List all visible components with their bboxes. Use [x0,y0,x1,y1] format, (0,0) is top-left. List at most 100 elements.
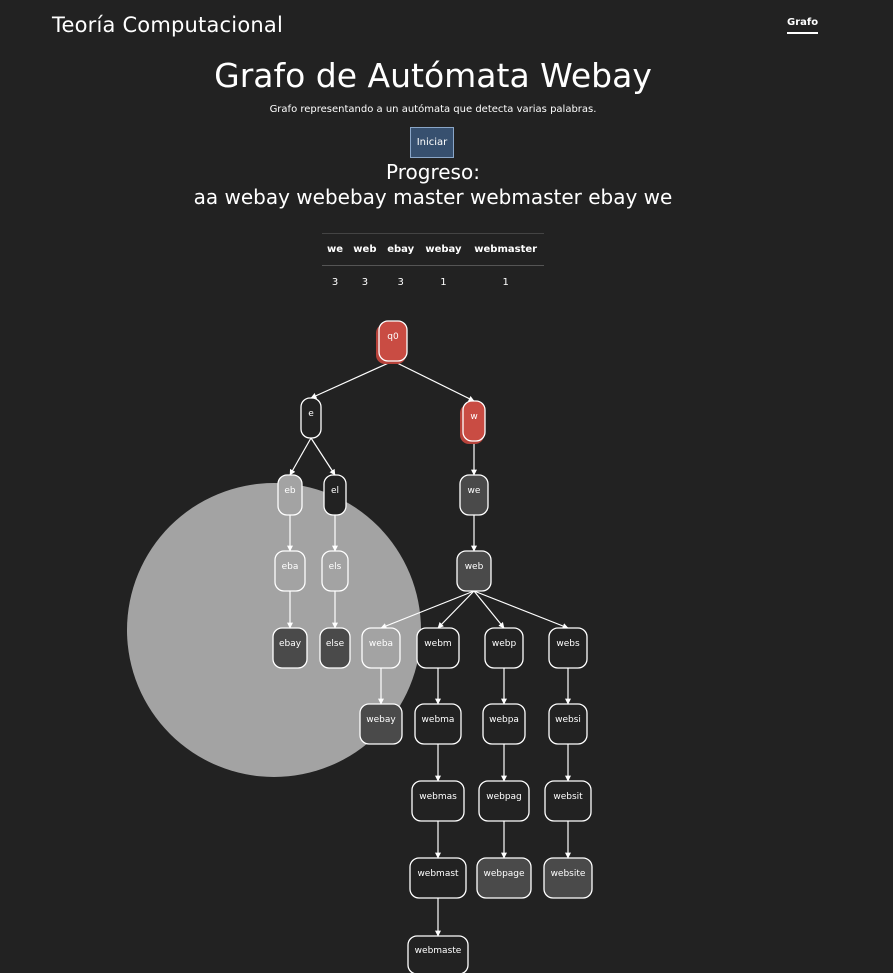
node-label: we [468,486,481,496]
table-cell: 1 [502,277,509,288]
graph-node-web: web [456,550,492,592]
node-box [544,780,592,822]
node-label: webs [556,639,580,649]
table-header-row: we web ebay webay webmaster [322,233,544,266]
node-label: weba [369,639,393,649]
node-label: else [326,639,345,649]
node-label: website [551,869,586,879]
node-label: webmast [417,869,459,879]
node-box [456,550,492,592]
progress-text: aa webay webebay master webmaster ebay w… [193,185,673,209]
table-row: 3 3 3 1 1 [322,266,544,300]
node-box [414,703,462,745]
node-box [323,474,347,516]
page-title: Grafo de Autómata Webay [214,56,652,95]
node-box [462,400,486,442]
graph-node-ebay: ebay [272,627,308,669]
node-label: webpa [489,715,519,725]
brand-title[interactable]: Teoría Computacional [52,13,283,37]
graph-node-websi: websi [548,703,588,745]
graph-node-e: e [300,397,322,439]
node-label: el [331,486,339,496]
node-box [359,703,403,745]
node-label: eb [284,486,296,496]
start-button[interactable]: Iniciar [410,127,454,158]
node-box [319,627,351,669]
node-box [548,703,588,745]
node-label: webma [422,715,455,725]
table-cell: 3 [331,277,339,288]
node-box [411,780,465,822]
edge-e-el [310,437,336,476]
table-header-cell: ebay [381,233,420,266]
edge-q0-w [392,360,475,402]
node-box [484,627,524,669]
node-box [277,474,303,516]
table-header-cell: web [348,233,382,266]
node-box [459,474,489,516]
graph-node-else: else [319,627,351,669]
node-label: webpage [483,869,525,879]
node-label: webmaste [415,946,462,956]
graph-node-webmas: webmas [411,780,465,822]
graph-node-eb: eb [277,474,303,516]
graph-node-webpag: webpag [478,780,530,822]
table-cell: 3 [361,277,369,288]
node-label: webm [424,639,451,649]
word-count-table: we web ebay webay webmaster 3 3 3 1 1 [322,233,544,299]
edge-web-webp [473,590,505,629]
node-box [416,627,460,669]
graph-node-webay: webay [359,703,403,745]
node-box [476,857,532,899]
node-label: els [329,562,342,572]
node-label: webay [366,715,396,725]
node-box [378,320,408,362]
node-box [272,627,308,669]
graph-node-eba: eba [274,550,306,592]
graph-node-q0: q0 [376,320,408,364]
table-cell: 1 [440,277,447,288]
node-label: websi [555,715,581,725]
nav-link-grafo[interactable]: Grafo [787,17,819,34]
table-header-cell: we [322,233,349,266]
table-cell: 3 [397,277,404,288]
edge-web-webm [437,590,475,629]
graph-node-webma: webma [414,703,462,745]
edge-e-eb [289,437,312,476]
node-box [478,780,530,822]
node-label: webp [492,639,517,649]
graph-node-websit: websit [544,780,592,822]
node-box [543,857,593,899]
node-label: webpag [486,792,522,802]
graph-node-w: w [460,400,486,444]
graph-node-webpa: webpa [482,703,526,745]
node-label: w [470,412,477,422]
edge-q0-e [310,360,394,399]
node-box [482,703,526,745]
node-box [300,397,322,439]
node-label: eba [282,562,299,572]
node-label: webmas [419,792,457,802]
node-box [321,550,349,592]
node-label: e [308,409,314,419]
node-box [409,857,467,899]
graph-node-website: website [543,857,593,899]
node-label: web [465,562,484,572]
edge-web-weba [380,590,475,629]
graph-node-webm: webm [416,627,460,669]
graph-node-el: el [323,474,347,516]
node-label: ebay [279,639,302,649]
graph-node-weba: weba [361,627,401,669]
table-header-cell: webay [419,233,468,266]
node-label: websit [553,792,583,802]
graph-node-webpage: webpage [476,857,532,899]
edge-web-webs [473,590,569,629]
node-box [361,627,401,669]
node-box [274,550,306,592]
graph-node-webp: webp [484,627,524,669]
graph-node-webmaste: webmaste [407,935,469,973]
node-label: q0 [387,332,399,342]
graph-node-we: we [459,474,489,516]
node-box [548,627,588,669]
